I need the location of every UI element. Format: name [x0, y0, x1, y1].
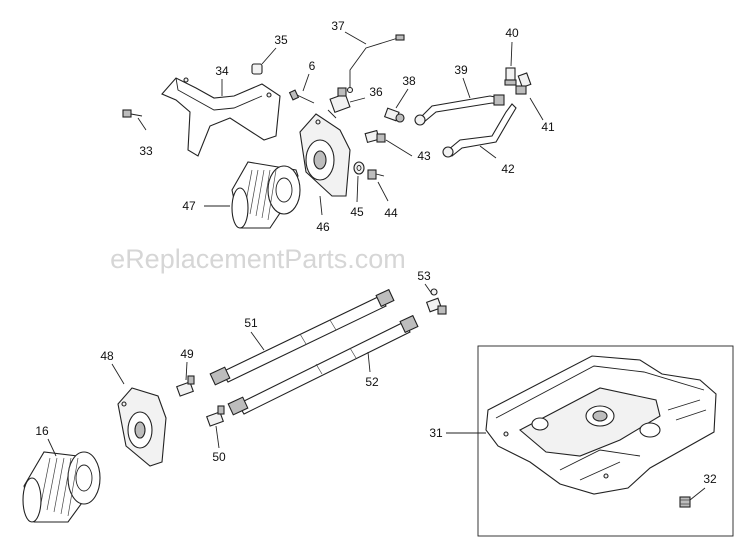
callout-31: 31	[429, 426, 443, 440]
part-44-bolt	[367, 169, 385, 180]
part-36-sender	[327, 87, 351, 119]
part-52-hose	[227, 314, 419, 416]
part-48-adapter	[117, 387, 167, 467]
callout-34: 34	[215, 64, 229, 78]
callout-49: 49	[180, 347, 194, 361]
callout-36: 36	[369, 85, 383, 99]
callout-35: 35	[274, 33, 288, 47]
callout-45: 45	[350, 205, 364, 219]
callout-51: 51	[244, 316, 258, 330]
part-49-fitting	[176, 375, 195, 397]
part-50-fitting	[206, 405, 225, 427]
part-34-bracket	[161, 77, 281, 157]
part-43-elbow	[364, 129, 386, 144]
part-53-fitting	[425, 288, 447, 315]
part-32-nut	[679, 496, 691, 508]
callout-32: 32	[703, 472, 717, 486]
part-37-wire	[346, 34, 405, 94]
part-33-screw	[122, 109, 143, 118]
part-38-fitting	[383, 107, 405, 123]
callout-47: 47	[182, 199, 196, 213]
part-51-hose	[209, 288, 395, 386]
part-47-oil-filter	[231, 161, 301, 229]
watermark: eReplacementParts.com	[110, 244, 406, 274]
callout-33: 33	[139, 144, 153, 158]
callout-44: 44	[384, 206, 398, 220]
part-42-tube	[442, 103, 517, 158]
part-46-adapter	[299, 113, 351, 197]
callout-50: 50	[212, 450, 226, 464]
callout-41: 41	[541, 120, 555, 134]
callout-40: 40	[505, 26, 519, 40]
part-40-fitting	[504, 67, 517, 86]
part-31-cover	[485, 355, 717, 495]
callout-46: 46	[316, 220, 330, 234]
callout-37: 37	[331, 19, 345, 33]
part-6-bolt	[288, 89, 315, 104]
part-41-fitting	[515, 72, 532, 95]
callout-16: 16	[35, 424, 49, 438]
part-39-tube	[414, 94, 505, 126]
part-16-oil-filter	[22, 451, 101, 523]
callout-43: 43	[417, 149, 431, 163]
part-35-nut	[251, 63, 263, 75]
callout-6: 6	[309, 59, 316, 73]
callout-labels: 33 34 35 6 37 36 38 39 40 41 42 43 44 45…	[35, 19, 717, 486]
callout-42: 42	[501, 162, 515, 176]
callout-52: 52	[365, 375, 379, 389]
callout-38: 38	[402, 74, 416, 88]
callout-39: 39	[454, 63, 468, 77]
callout-53: 53	[417, 269, 431, 283]
part-45-washer	[353, 161, 365, 175]
callout-48: 48	[100, 349, 114, 363]
inset-31-box	[477, 345, 734, 537]
leader-lines	[47, 31, 706, 501]
